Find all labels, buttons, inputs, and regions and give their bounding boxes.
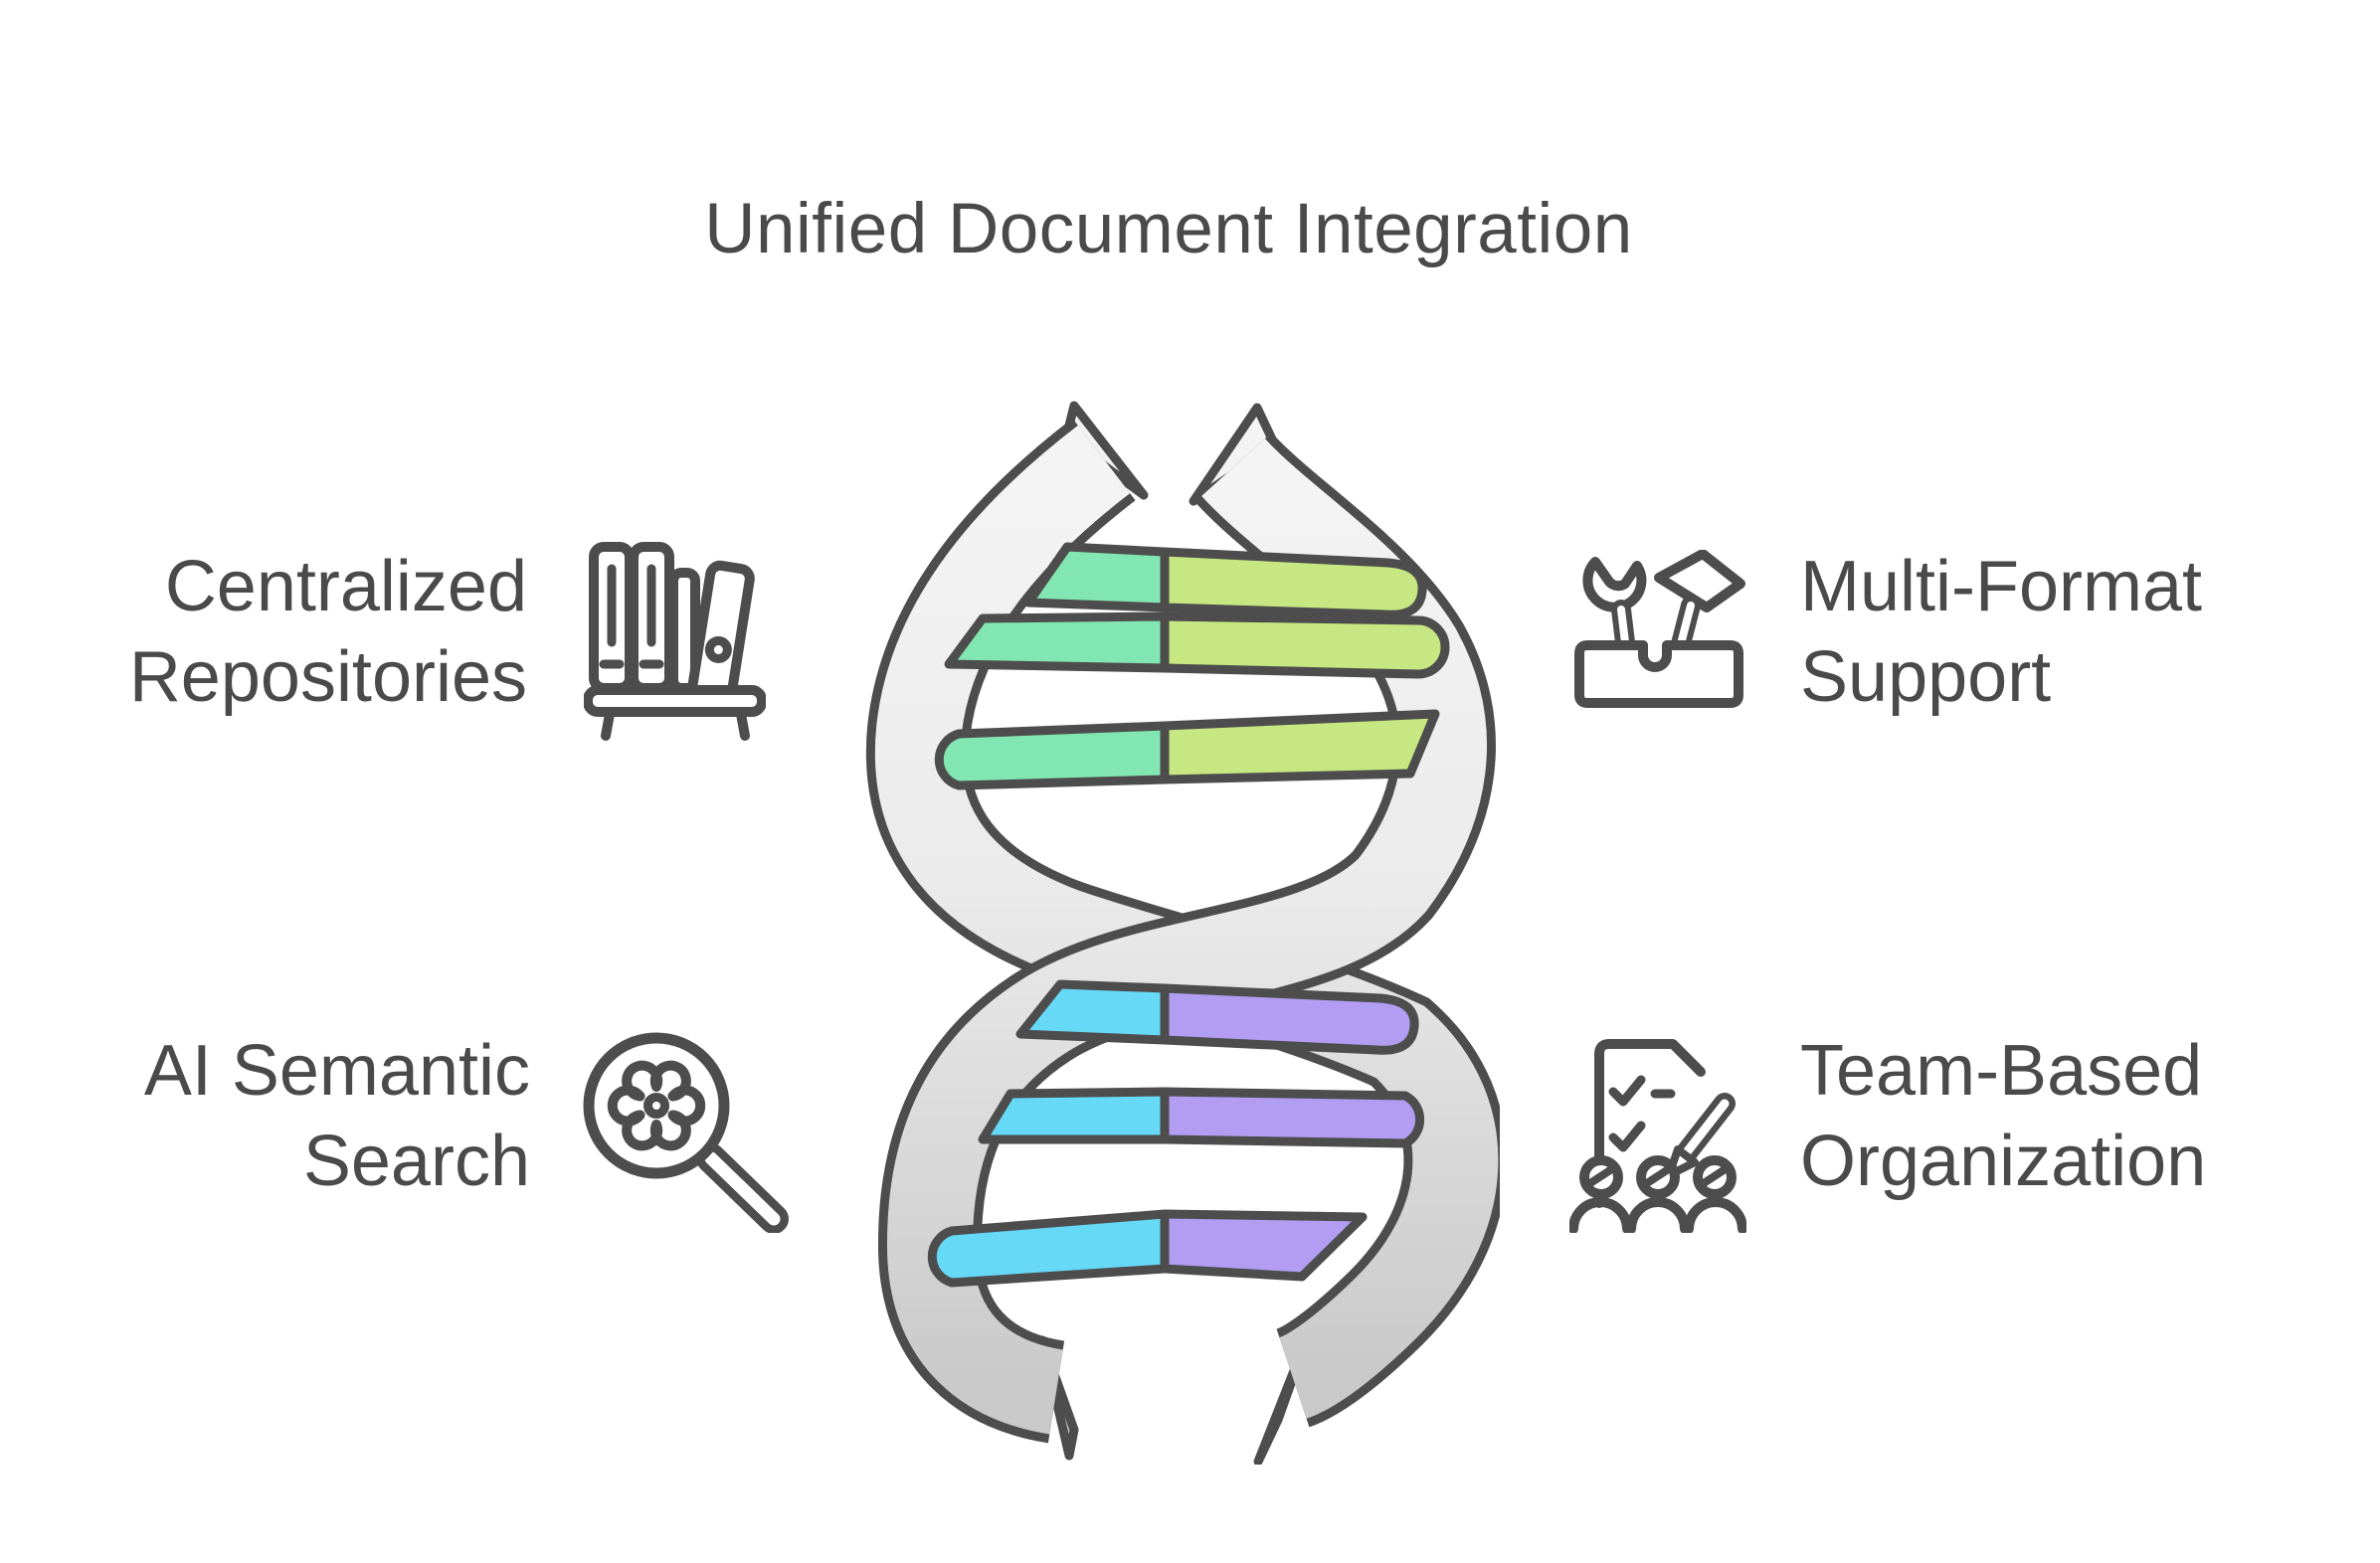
feature-label-team-based-organization: Team-Based Organization <box>1800 1026 2206 1207</box>
page-title: Unified Document Integration <box>704 190 1633 268</box>
feature-line: Centralized <box>164 547 527 626</box>
feature-line: Organization <box>1800 1122 2207 1201</box>
magnifier-gear-icon <box>582 1032 791 1233</box>
helix-rungs-bottom <box>927 979 1425 1288</box>
helix-rungs-top <box>934 542 1450 790</box>
dna-helix-graphic <box>865 401 1508 1467</box>
feature-line: Repositories <box>128 637 527 717</box>
bookshelf-icon <box>584 539 766 741</box>
feature-label-ai-semantic-search: AI Semantic Search <box>144 1026 530 1207</box>
feature-line: Multi-Format <box>1800 547 2203 626</box>
team-checklist-icon <box>1569 1032 1746 1233</box>
toolbox-icon <box>1571 550 1747 711</box>
feature-label-centralized-repositories: Centralized Repositories <box>129 542 527 723</box>
feature-line: Team-Based <box>1800 1031 2203 1111</box>
dna-helix-illustration <box>843 396 1508 1470</box>
feature-label-multi-format-support: Multi-Format Support <box>1800 542 2202 723</box>
feature-line: Support <box>1800 637 2052 717</box>
feature-line: Search <box>302 1122 530 1201</box>
feature-line: AI Semantic <box>143 1031 530 1111</box>
